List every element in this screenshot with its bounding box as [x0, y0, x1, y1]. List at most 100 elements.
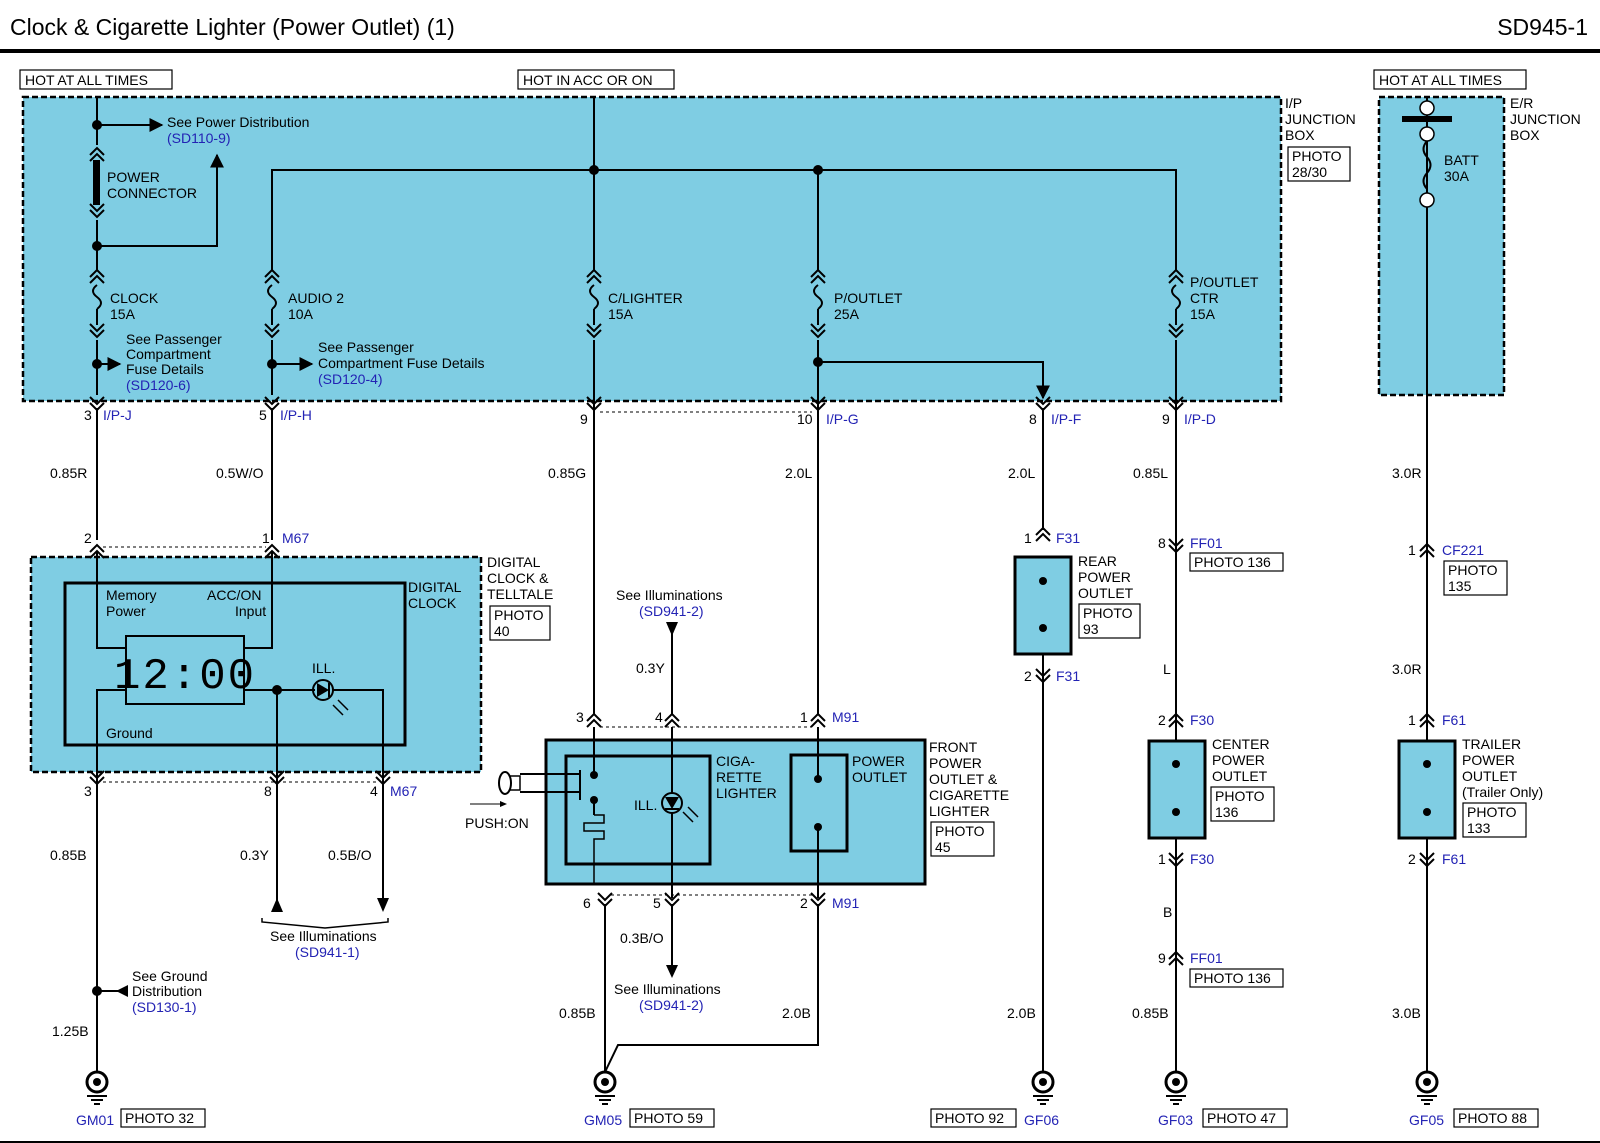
rear-outlet-circuit: 8 I/P-F 2.0L 1 F31 REAR POWER OUTLET PHO… — [1007, 396, 1141, 1072]
poutlet-fuse-circuit: P/OUTLET 25A 10 I/P-G 2.0L — [785, 170, 1050, 715]
svg-text:0.5W/O: 0.5W/O — [216, 465, 264, 481]
svg-text:POWER: POWER — [1078, 569, 1131, 585]
svg-text:GF03: GF03 — [1158, 1112, 1193, 1128]
svg-text:2: 2 — [1158, 712, 1166, 728]
svg-text:POWER: POWER — [852, 753, 905, 769]
svg-text:1: 1 — [1024, 530, 1032, 546]
svg-text:136: 136 — [1215, 804, 1239, 820]
audio-fuse-circuit: AUDIO 2 10A See Passenger Compartment Fu… — [216, 269, 485, 540]
svg-text:PUSH:ON: PUSH:ON — [465, 815, 529, 831]
svg-text:FRONT: FRONT — [929, 739, 978, 755]
svg-text:FF01: FF01 — [1190, 535, 1223, 551]
digital-clock: 2 1 M67 DIGITAL CLOCK DIGITAL CLOCK & TE… — [29, 530, 553, 1072]
svg-text:PHOTO: PHOTO — [1083, 605, 1133, 621]
svg-text:Ground: Ground — [106, 725, 153, 741]
svg-text:CIGA-: CIGA- — [716, 753, 755, 769]
svg-text:B: B — [1163, 904, 1172, 920]
svg-text:2: 2 — [1408, 851, 1416, 867]
hot-at-all-times-right: HOT AT ALL TIMES — [1379, 72, 1502, 88]
hot-in-acc-label: HOT IN ACC OR ON — [523, 72, 653, 88]
svg-text:PHOTO 47: PHOTO 47 — [1207, 1110, 1276, 1126]
svg-text:CLOCK: CLOCK — [408, 595, 457, 611]
svg-text:RETTE: RETTE — [716, 769, 762, 785]
svg-text:Power: Power — [106, 603, 146, 619]
svg-text:6: 6 — [583, 895, 591, 911]
svg-text:4: 4 — [370, 783, 378, 799]
svg-text:See Ground: See Ground — [132, 968, 208, 984]
svg-text:CLOCK &: CLOCK & — [487, 570, 549, 586]
svg-text:2: 2 — [84, 530, 92, 546]
svg-text:See Illuminations: See Illuminations — [616, 587, 723, 603]
svg-text:M67: M67 — [390, 783, 417, 799]
svg-text:OUTLET: OUTLET — [1078, 585, 1134, 601]
svg-text:93: 93 — [1083, 621, 1099, 637]
clock-display: 12:00 — [114, 652, 256, 702]
svg-text:0.3Y: 0.3Y — [240, 847, 269, 863]
svg-text:0.85B: 0.85B — [559, 1005, 596, 1021]
svg-text:(SD941-2): (SD941-2) — [639, 997, 704, 1013]
ground-distribution: See Ground Distribution (SD130-1) 1.25B — [52, 968, 208, 1039]
svg-text:GM01: GM01 — [76, 1112, 114, 1128]
svg-text:Compartment: Compartment — [126, 346, 211, 362]
svg-text:PHOTO: PHOTO — [1467, 804, 1517, 820]
svg-text:F31: F31 — [1056, 668, 1080, 684]
svg-text:F30: F30 — [1190, 712, 1214, 728]
svg-text:0.85B: 0.85B — [50, 847, 87, 863]
svg-text:I/P-J: I/P-J — [103, 407, 132, 423]
svg-text:40: 40 — [494, 623, 510, 639]
svg-text:1: 1 — [800, 709, 808, 725]
svg-text:8: 8 — [1029, 411, 1037, 427]
svg-text:See Illuminations: See Illuminations — [614, 981, 721, 997]
svg-text:Fuse Details: Fuse Details — [126, 361, 204, 377]
svg-text:BATT: BATT — [1444, 152, 1479, 168]
svg-text:8: 8 — [1158, 535, 1166, 551]
svg-text:3.0R: 3.0R — [1392, 661, 1422, 677]
svg-text:PHOTO 88: PHOTO 88 — [1458, 1110, 1527, 1126]
svg-text:FF01: FF01 — [1190, 950, 1223, 966]
svg-text:JUNCTION: JUNCTION — [1510, 111, 1581, 127]
rear-power-outlet — [1013, 555, 1073, 656]
svg-text:JUNCTION: JUNCTION — [1285, 111, 1356, 127]
svg-text:See Passenger: See Passenger — [318, 339, 414, 355]
svg-text:PHOTO: PHOTO — [1215, 788, 1265, 804]
grounds: GM01 PHOTO 32 GM05 PHOTO 59 PHOTO 92 GF0… — [76, 1070, 1539, 1128]
ground-gf03-icon — [1164, 1070, 1188, 1106]
svg-text:2.0L: 2.0L — [1008, 465, 1035, 481]
svg-text:Input: Input — [235, 603, 266, 619]
svg-text:I/P: I/P — [1285, 95, 1302, 111]
svg-text:GM05: GM05 — [584, 1112, 622, 1128]
svg-text:Distribution: Distribution — [132, 983, 202, 999]
svg-text:F61: F61 — [1442, 851, 1466, 867]
svg-text:133: 133 — [1467, 820, 1491, 836]
svg-text:0.85G: 0.85G — [548, 465, 586, 481]
svg-text:3.0R: 3.0R — [1392, 465, 1422, 481]
svg-text:M91: M91 — [832, 895, 859, 911]
svg-text:OUTLET &: OUTLET & — [929, 771, 998, 787]
svg-text:AUDIO 2: AUDIO 2 — [288, 290, 344, 306]
svg-text:1: 1 — [1408, 542, 1416, 558]
svg-text:0.5B/O: 0.5B/O — [328, 847, 372, 863]
svg-text:LIGHTER: LIGHTER — [929, 803, 990, 819]
acc-bus — [271, 169, 1177, 270]
ip-box-label: I/P JUNCTION BOX PHOTO 28/30 — [1285, 95, 1356, 182]
svg-text:9: 9 — [580, 411, 588, 427]
svg-text:P/OUTLET: P/OUTLET — [834, 290, 903, 306]
svg-text:F30: F30 — [1190, 851, 1214, 867]
svg-text:E/R: E/R — [1510, 95, 1533, 111]
ground-gm01-icon — [85, 1070, 109, 1106]
svg-text:(SD130-1): (SD130-1) — [132, 999, 197, 1015]
cigarette-lighter — [564, 754, 712, 866]
svg-text:2: 2 — [800, 895, 808, 911]
svg-text:1: 1 — [1408, 712, 1416, 728]
front-power-outlet: See Illuminations (SD941-2) 0.3Y 3 4 1 M… — [465, 587, 1009, 1073]
svg-text:See Illuminations: See Illuminations — [270, 928, 377, 944]
svg-text:1: 1 — [1158, 851, 1166, 867]
svg-text:2.0B: 2.0B — [782, 1005, 811, 1021]
svg-text:9: 9 — [1162, 411, 1170, 427]
svg-text:CTR: CTR — [1190, 290, 1219, 306]
svg-text:Compartment Fuse Details: Compartment Fuse Details — [318, 355, 485, 371]
svg-text:PHOTO: PHOTO — [1448, 562, 1498, 578]
svg-text:LIGHTER: LIGHTER — [716, 785, 777, 801]
svg-text:(SD941-2): (SD941-2) — [639, 603, 704, 619]
trailer-outlet-circuit: BATT 30A 3.0R 1 CF221 PHOTO 135 3.0R 1 F… — [1392, 97, 1543, 1072]
